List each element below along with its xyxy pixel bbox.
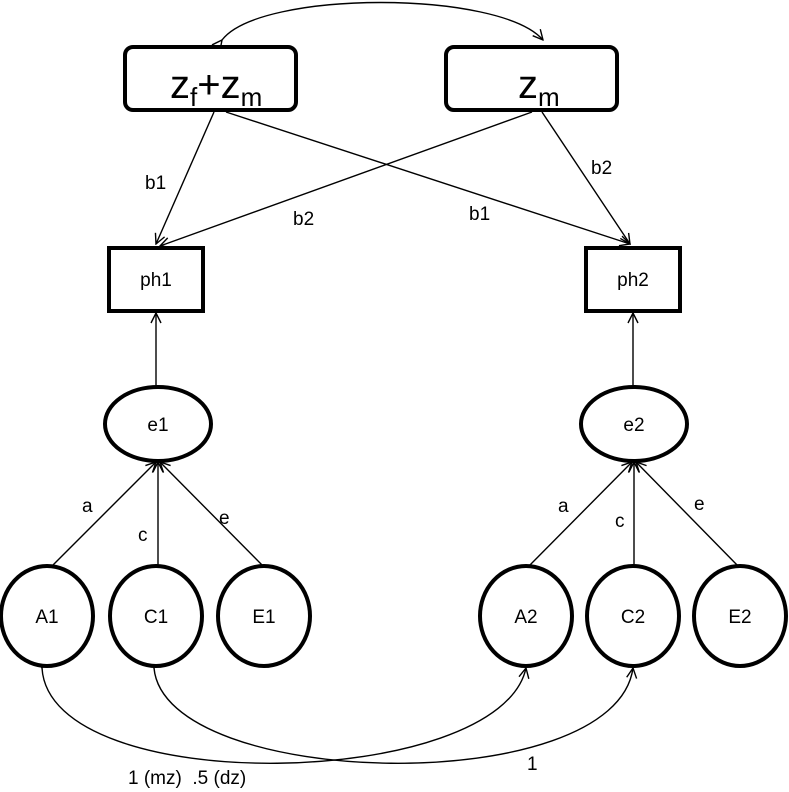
ph2-label: ph2 <box>617 270 649 291</box>
E1-label: E1 <box>252 607 275 628</box>
covariance-C1-C2 <box>154 668 633 764</box>
label-c-right: c <box>615 511 625 532</box>
label-b1-left: b1 <box>145 173 166 194</box>
A2-label: A2 <box>514 607 537 628</box>
path-zm-to-ph2 <box>541 111 630 244</box>
path-zm-to-ph1 <box>160 111 533 246</box>
A1-node <box>0 564 95 668</box>
label-e-left: e <box>219 508 230 529</box>
label-b2-cross: b2 <box>293 209 314 230</box>
label-a-left: a <box>82 496 93 517</box>
zf-plus-zm-node <box>123 45 298 112</box>
C1-label: C1 <box>144 607 168 628</box>
C2-node <box>585 564 681 668</box>
C1-node <box>108 564 204 668</box>
label-b2-right: b2 <box>591 158 612 179</box>
e1-node <box>103 385 213 463</box>
zf-plus-zm-label: zf+zm <box>170 63 262 112</box>
E2-label: E2 <box>728 607 751 628</box>
label-e-right: e <box>694 494 705 515</box>
ph1-label: ph1 <box>140 270 172 291</box>
path-zfzm-to-ph2 <box>225 111 630 244</box>
e2-label: e2 <box>623 415 644 436</box>
zm-node <box>444 45 619 112</box>
label-b1-cross: b1 <box>469 204 490 225</box>
path-A1-to-e1 <box>49 462 156 569</box>
ph2-node <box>584 246 682 313</box>
label-a-right: a <box>558 496 569 517</box>
top-covariance-arrow <box>222 1 543 41</box>
label-A-covariance: 1 (mz) .5 (dz) <box>128 768 246 789</box>
C2-label: C2 <box>621 607 645 628</box>
zm-label: zm <box>518 63 560 112</box>
path-E2-to-e2 <box>636 462 741 569</box>
ph1-node <box>107 246 205 313</box>
label-C-covariance: 1 <box>527 754 538 775</box>
path-zfzm-to-ph1 <box>156 111 215 244</box>
A2-node <box>478 564 574 668</box>
e1-label: e1 <box>147 415 168 436</box>
A1-label: A1 <box>35 607 58 628</box>
path-A2-to-e2 <box>526 462 632 569</box>
path-E1-to-e1 <box>160 462 266 569</box>
E1-node <box>216 564 312 668</box>
e2-node <box>579 385 689 463</box>
E2-node <box>692 564 788 668</box>
label-c-left: c <box>138 525 148 546</box>
covariance-A1-A2 <box>42 668 526 764</box>
